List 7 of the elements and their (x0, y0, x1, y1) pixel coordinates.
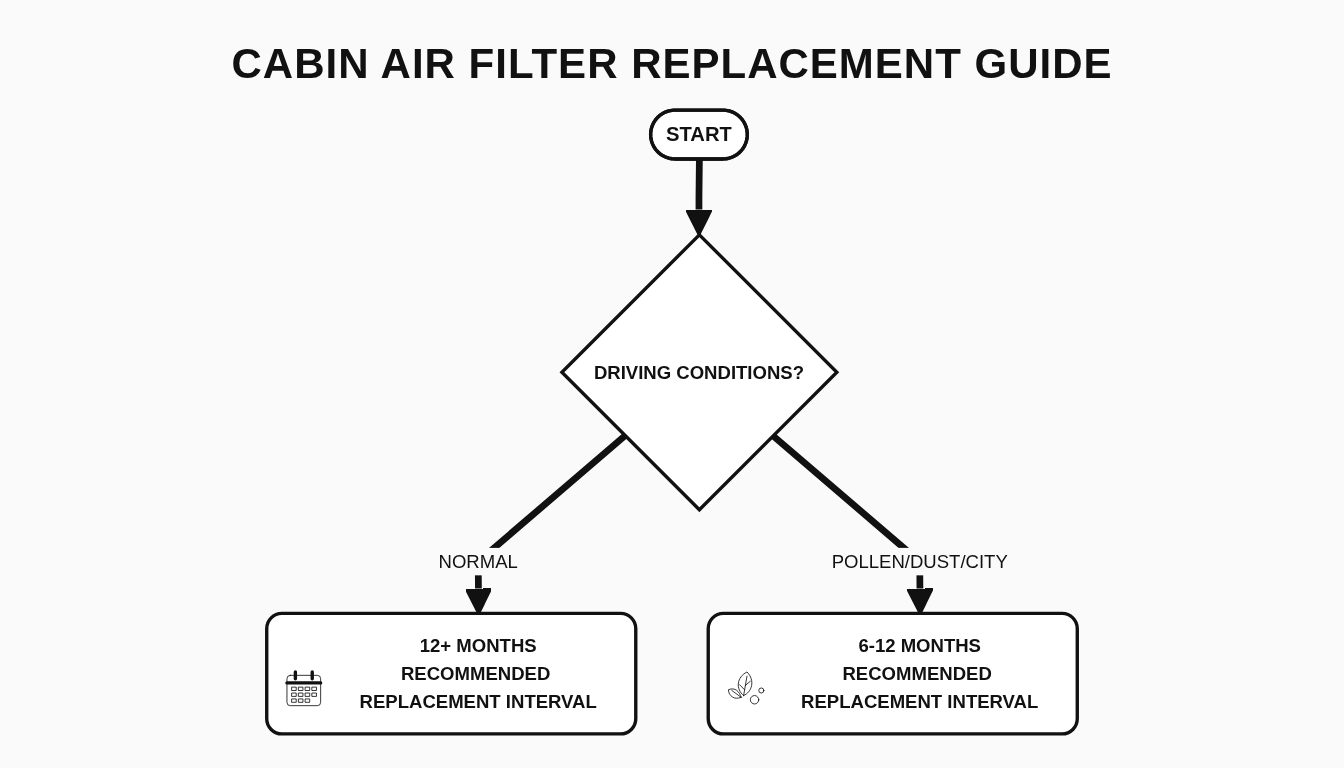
node-diamond: DRIVING CONDITIONS? (559, 232, 840, 513)
node-box: 6-12 MONTHS RECOMMENDED REPLACEMENT INTERVAL (706, 611, 1079, 736)
arrow (685, 159, 713, 237)
edge-label: NORMAL (438, 551, 518, 573)
diagram-title: CABIN AIR FILTER REPLACEMENT GUIDE (231, 40, 1113, 88)
node-box: 12+ MONTHS RECOMMENDED REPLACEMENT INTERVAL (265, 611, 638, 736)
edge-label: POLLEN/DUST/CITY (831, 551, 1008, 573)
